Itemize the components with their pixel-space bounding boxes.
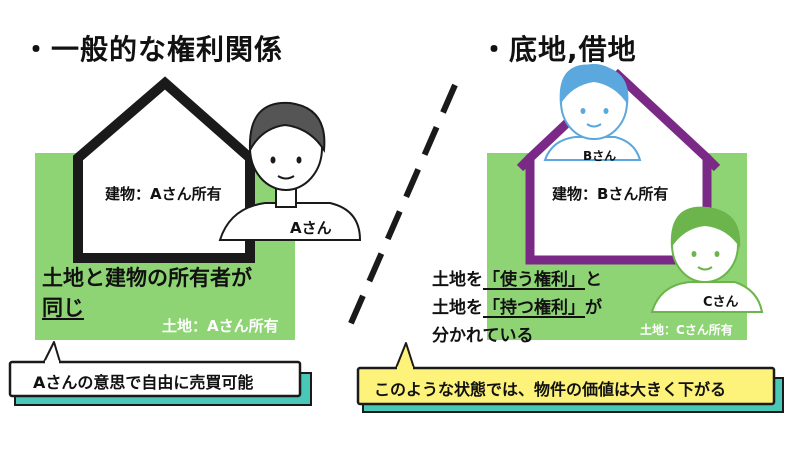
person-c-figure (650, 206, 764, 313)
right-text-line3: 分かれている (432, 326, 534, 346)
divider-dashed-line (345, 83, 458, 332)
left-main-text-line1: 土地と建物の所有者が (42, 266, 252, 290)
right-text-line2-emph: 「持つ権利」 (483, 298, 585, 318)
left-callout-text: Aさんの意思で自由に売買可能 (33, 373, 254, 392)
right-land-label: 土地：Cさん所有 (640, 323, 733, 337)
person-b-label: Bさん (583, 149, 617, 163)
right-text-line2-suffix: が (585, 298, 602, 318)
right-building-label: 建物：Bさん所有 (552, 185, 669, 203)
person-a-label: Aさん (290, 219, 332, 237)
person-a-figure (218, 101, 362, 241)
right-text-line1: 土地を「使う権利」と (432, 268, 602, 292)
left-callout-bubble (8, 341, 312, 406)
left-main-text-line2: 同じ (42, 296, 84, 320)
right-text-line2: 土地を「持つ権利」が (432, 296, 602, 320)
right-heading: ・底地,借地 (480, 33, 637, 66)
right-text-line1-prefix: 土地を (432, 270, 483, 290)
right-text-line2-prefix: 土地を (432, 298, 483, 318)
right-text-line1-emph: 「使う権利」 (483, 270, 585, 290)
person-c-label: Cさん (703, 295, 739, 310)
left-land-label: 土地：Aさん所有 (162, 317, 279, 335)
right-callout-text: このような状態では、物件の価値は大きく下がる (374, 380, 727, 399)
left-house-outline (73, 76, 255, 263)
left-building-label: 建物：Aさん所有 (105, 185, 222, 203)
right-callout-bubble (356, 342, 784, 413)
person-b-figure (543, 64, 642, 161)
right-text-line1-suffix: と (585, 270, 602, 290)
left-heading: ・一般的な権利関係 (22, 33, 284, 66)
